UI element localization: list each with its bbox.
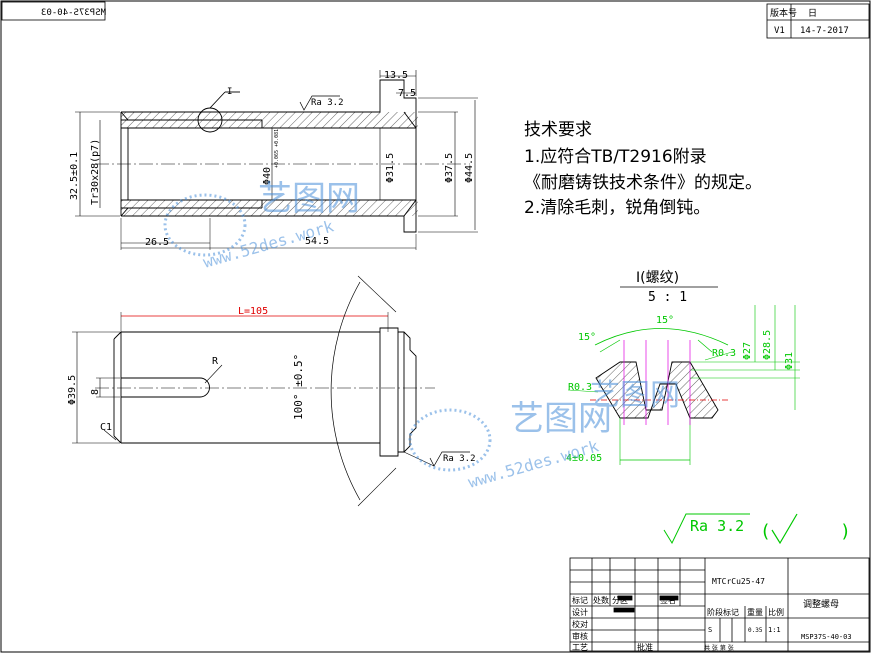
- tech-requirements: 技术要求 1.应符合TB/T2916附录 《耐磨铸铁技术条件》的规定。 2.清除…: [524, 120, 762, 218]
- dim-8: 8: [90, 389, 101, 395]
- watermark-brand-3: 艺图网: [590, 378, 680, 413]
- tb-drawing-no: MSP37S-40-03: [801, 633, 852, 641]
- front-view: [72, 275, 470, 507]
- front-view-labels: L=105 Φ39.5 8 R C1 100° ±0.5° Ra 3.2: [67, 306, 476, 464]
- angle-left: 15°: [578, 332, 596, 343]
- dim-26-5: 26.5: [145, 237, 169, 248]
- tech-req-line3: 2.清除毛刺，锐角倒钝。: [524, 198, 710, 218]
- r03-left: R0.3: [568, 382, 592, 393]
- watermark-url-2: www.52des.work: [466, 436, 601, 492]
- tb-stage: 阶段标记: [707, 607, 739, 617]
- watermark-1: 艺图网 www.52des.work: [163, 179, 360, 272]
- thread-spec: Tr30x28(p7): [90, 139, 101, 205]
- tb-count: 处数: [593, 595, 609, 605]
- thread-detail: I(螺纹) 5 : 1 15° 15° Φ27 Φ28.5 Φ31 R0.3 R…: [566, 270, 800, 465]
- tb-mark: 标记: [572, 595, 588, 605]
- paren-open: (: [760, 521, 771, 542]
- watermark-brand-1: 艺图网: [258, 179, 360, 219]
- tb-weight-val: 0.35: [748, 627, 763, 634]
- tb-process: 工艺: [572, 643, 588, 652]
- length-dim: L=105: [238, 306, 268, 317]
- watermark-2: 艺图网 www.52des.work 艺图网: [408, 378, 680, 492]
- r03-right: R0.3: [712, 348, 736, 359]
- angle-dim: 100° ±0.5°: [292, 354, 305, 420]
- tb-s: S: [708, 626, 712, 634]
- detail-scale: 5 : 1: [648, 290, 687, 305]
- dim-32-5: 32.5±0.1: [69, 152, 80, 200]
- dim-7-5: 7.5: [398, 88, 416, 99]
- tb-design: 设计: [572, 607, 588, 617]
- mirrored-code-box: MSP37S-40-03: [1, 1, 106, 21]
- date-value: 14-7-2017: [800, 26, 849, 36]
- angle-top: 15°: [656, 315, 674, 326]
- dim-phi31-5: Φ31.5: [385, 153, 396, 183]
- dim-54-5: 54.5: [305, 236, 329, 247]
- dim-phi39-5: Φ39.5: [67, 375, 78, 405]
- chamfer-label: C1: [100, 422, 112, 433]
- revision-header: 版本号: [770, 7, 797, 19]
- surface-roughness-note: Ra 3.2 ( ): [663, 513, 851, 545]
- dim-13-5: 13.5: [384, 70, 408, 81]
- tb-zone: 分区: [612, 596, 628, 605]
- section-view: [75, 70, 478, 250]
- tb-sign: 签名: [660, 595, 676, 605]
- tb-sheet-note: 共 张 第 张: [704, 644, 734, 652]
- dim-phi27: Φ27: [742, 342, 753, 360]
- dim-phi44-5: Φ44.5: [464, 153, 475, 183]
- paren-close: ): [840, 521, 851, 542]
- title-block-labels: 标记 处数 分区 签名 设计 校对 审核 工艺 批准 MTCrCu25-47 调…: [572, 577, 852, 652]
- tb-part-name: 调整螺母: [803, 598, 839, 610]
- radius-label: R: [212, 356, 219, 367]
- tech-req-line1: 1.应符合TB/T2916附录: [524, 147, 707, 167]
- dim-phi31: Φ31: [784, 352, 795, 370]
- dim-phi40-tol: +0.065 +0.081: [274, 129, 280, 168]
- pitch-dim: 4±0.05: [566, 453, 602, 464]
- tech-req-title: 技术要求: [524, 120, 592, 140]
- tech-req-line2: 《耐磨铸铁技术条件》的规定。: [524, 173, 762, 193]
- ra-bottom: Ra 3.2: [443, 454, 476, 464]
- ra-general: Ra 3.2: [690, 517, 744, 535]
- tb-ratio: 比例: [768, 607, 784, 617]
- mirrored-code: MSP37S-40-03: [41, 8, 106, 18]
- revision-box: 版本号 日 V1 14-7-2017: [766, 3, 870, 39]
- dim-phi37-5: Φ37.5: [444, 153, 455, 183]
- section-view-labels: I 13.5 7.5 Ra 3.2 32.5±0.1 Tr30x28(p7) Φ…: [69, 70, 475, 248]
- date-header: 日: [808, 8, 817, 19]
- tb-check: 校对: [572, 619, 588, 629]
- watermark-brand-2: 艺图网: [510, 399, 612, 439]
- dim-phi28-5: Φ28.5: [762, 330, 773, 360]
- tb-approve: 批准: [637, 642, 653, 652]
- tb-review: 审核: [572, 631, 588, 641]
- ra-top: Ra 3.2: [311, 98, 344, 108]
- dim-phi40: Φ40: [262, 167, 273, 185]
- tb-scale: 1:1: [768, 626, 781, 634]
- detail-title: I(螺纹): [636, 270, 679, 286]
- version-value: V1: [774, 26, 785, 36]
- title-block: [569, 557, 870, 652]
- tb-material: MTCrCu25-47: [712, 577, 765, 586]
- detail-mark: I: [227, 87, 232, 97]
- tb-weight: 重量: [747, 607, 763, 617]
